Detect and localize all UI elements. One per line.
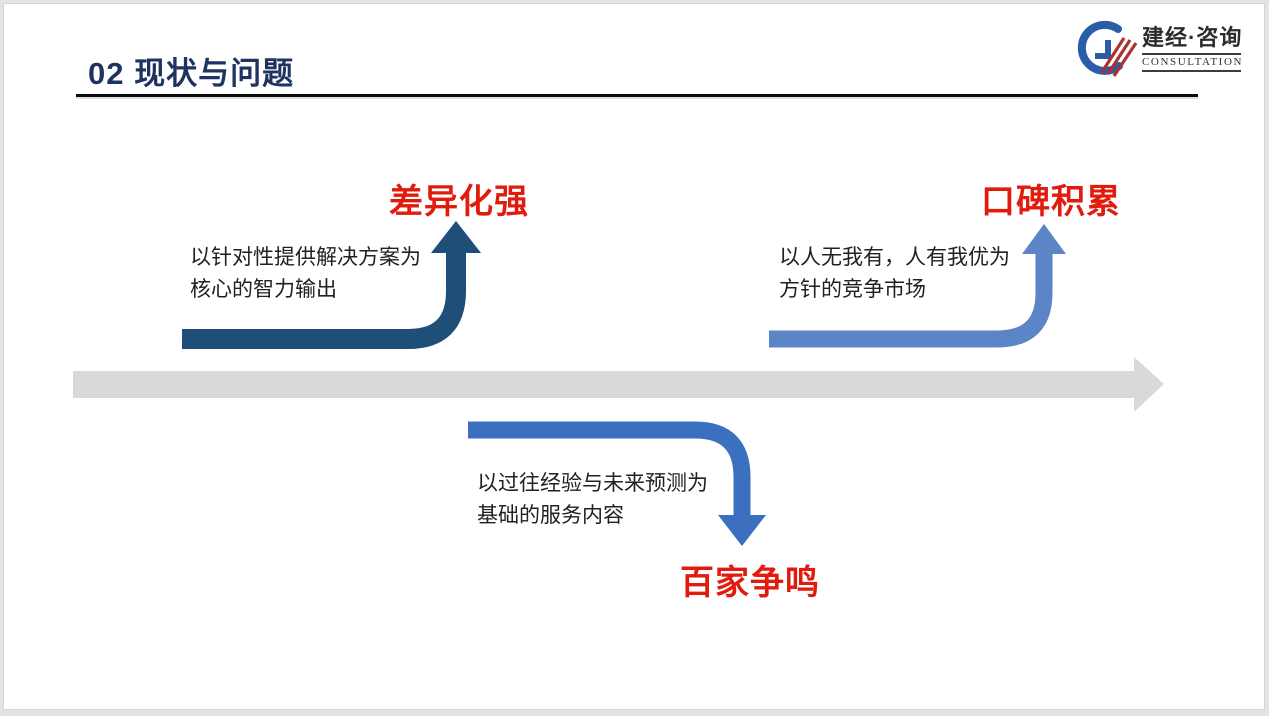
timeline-arrow [73, 357, 1164, 412]
desc-reputation-line2: 方针的竞争市场 [779, 278, 926, 301]
slide-page: 02 现状与问题 建经·咨询 CONSULTATION [3, 3, 1265, 710]
desc-reputation: 以人无我有，人有我优为 方针的竞争市场 [779, 242, 1010, 306]
arrow-schools-shaft [468, 421, 751, 516]
label-reputation: 口碑积累 [981, 183, 1121, 221]
company-logo-text: 建经·咨询 CONSULTATION [1142, 25, 1241, 72]
label-hundred-schools: 百家争鸣 [680, 564, 820, 602]
desc-differentiation-line1: 以针对性提供解决方案为 [190, 246, 421, 269]
arrow-reputation-head [1022, 224, 1066, 254]
title-underline [76, 94, 1198, 97]
arrow-reputation-shaft [769, 254, 1053, 348]
arrow-diagram [73, 221, 1164, 546]
arrow-schools-head [718, 515, 766, 546]
slide-content: 02 现状与问题 建经·咨询 CONSULTATION [4, 4, 1264, 709]
desc-differentiation: 以针对性提供解决方案为 核心的智力输出 [190, 242, 421, 306]
desc-differentiation-line2: 核心的智力输出 [190, 278, 337, 301]
logo-name-cn: 建经·咨询 [1142, 24, 1243, 50]
arrow-differentiation-head [431, 221, 481, 253]
arrow-differentiation-shaft [182, 252, 466, 349]
desc-reputation-line1: 以人无我有，人有我优为 [779, 246, 1010, 269]
desc-hundred-schools: 以过往经验与未来预测为 基础的服务内容 [477, 468, 708, 532]
desc-hundred-schools-line1: 以过往经验与未来预测为 [477, 472, 708, 495]
desc-hundred-schools-line2: 基础的服务内容 [477, 504, 624, 527]
company-logo-icon [1077, 20, 1138, 77]
logo-name-en: CONSULTATION [1142, 52, 1241, 72]
company-logo: 建经·咨询 CONSULTATION [1072, 18, 1241, 78]
page-title: 02 现状与问题 [88, 56, 295, 91]
label-differentiation: 差异化强 [389, 183, 529, 221]
